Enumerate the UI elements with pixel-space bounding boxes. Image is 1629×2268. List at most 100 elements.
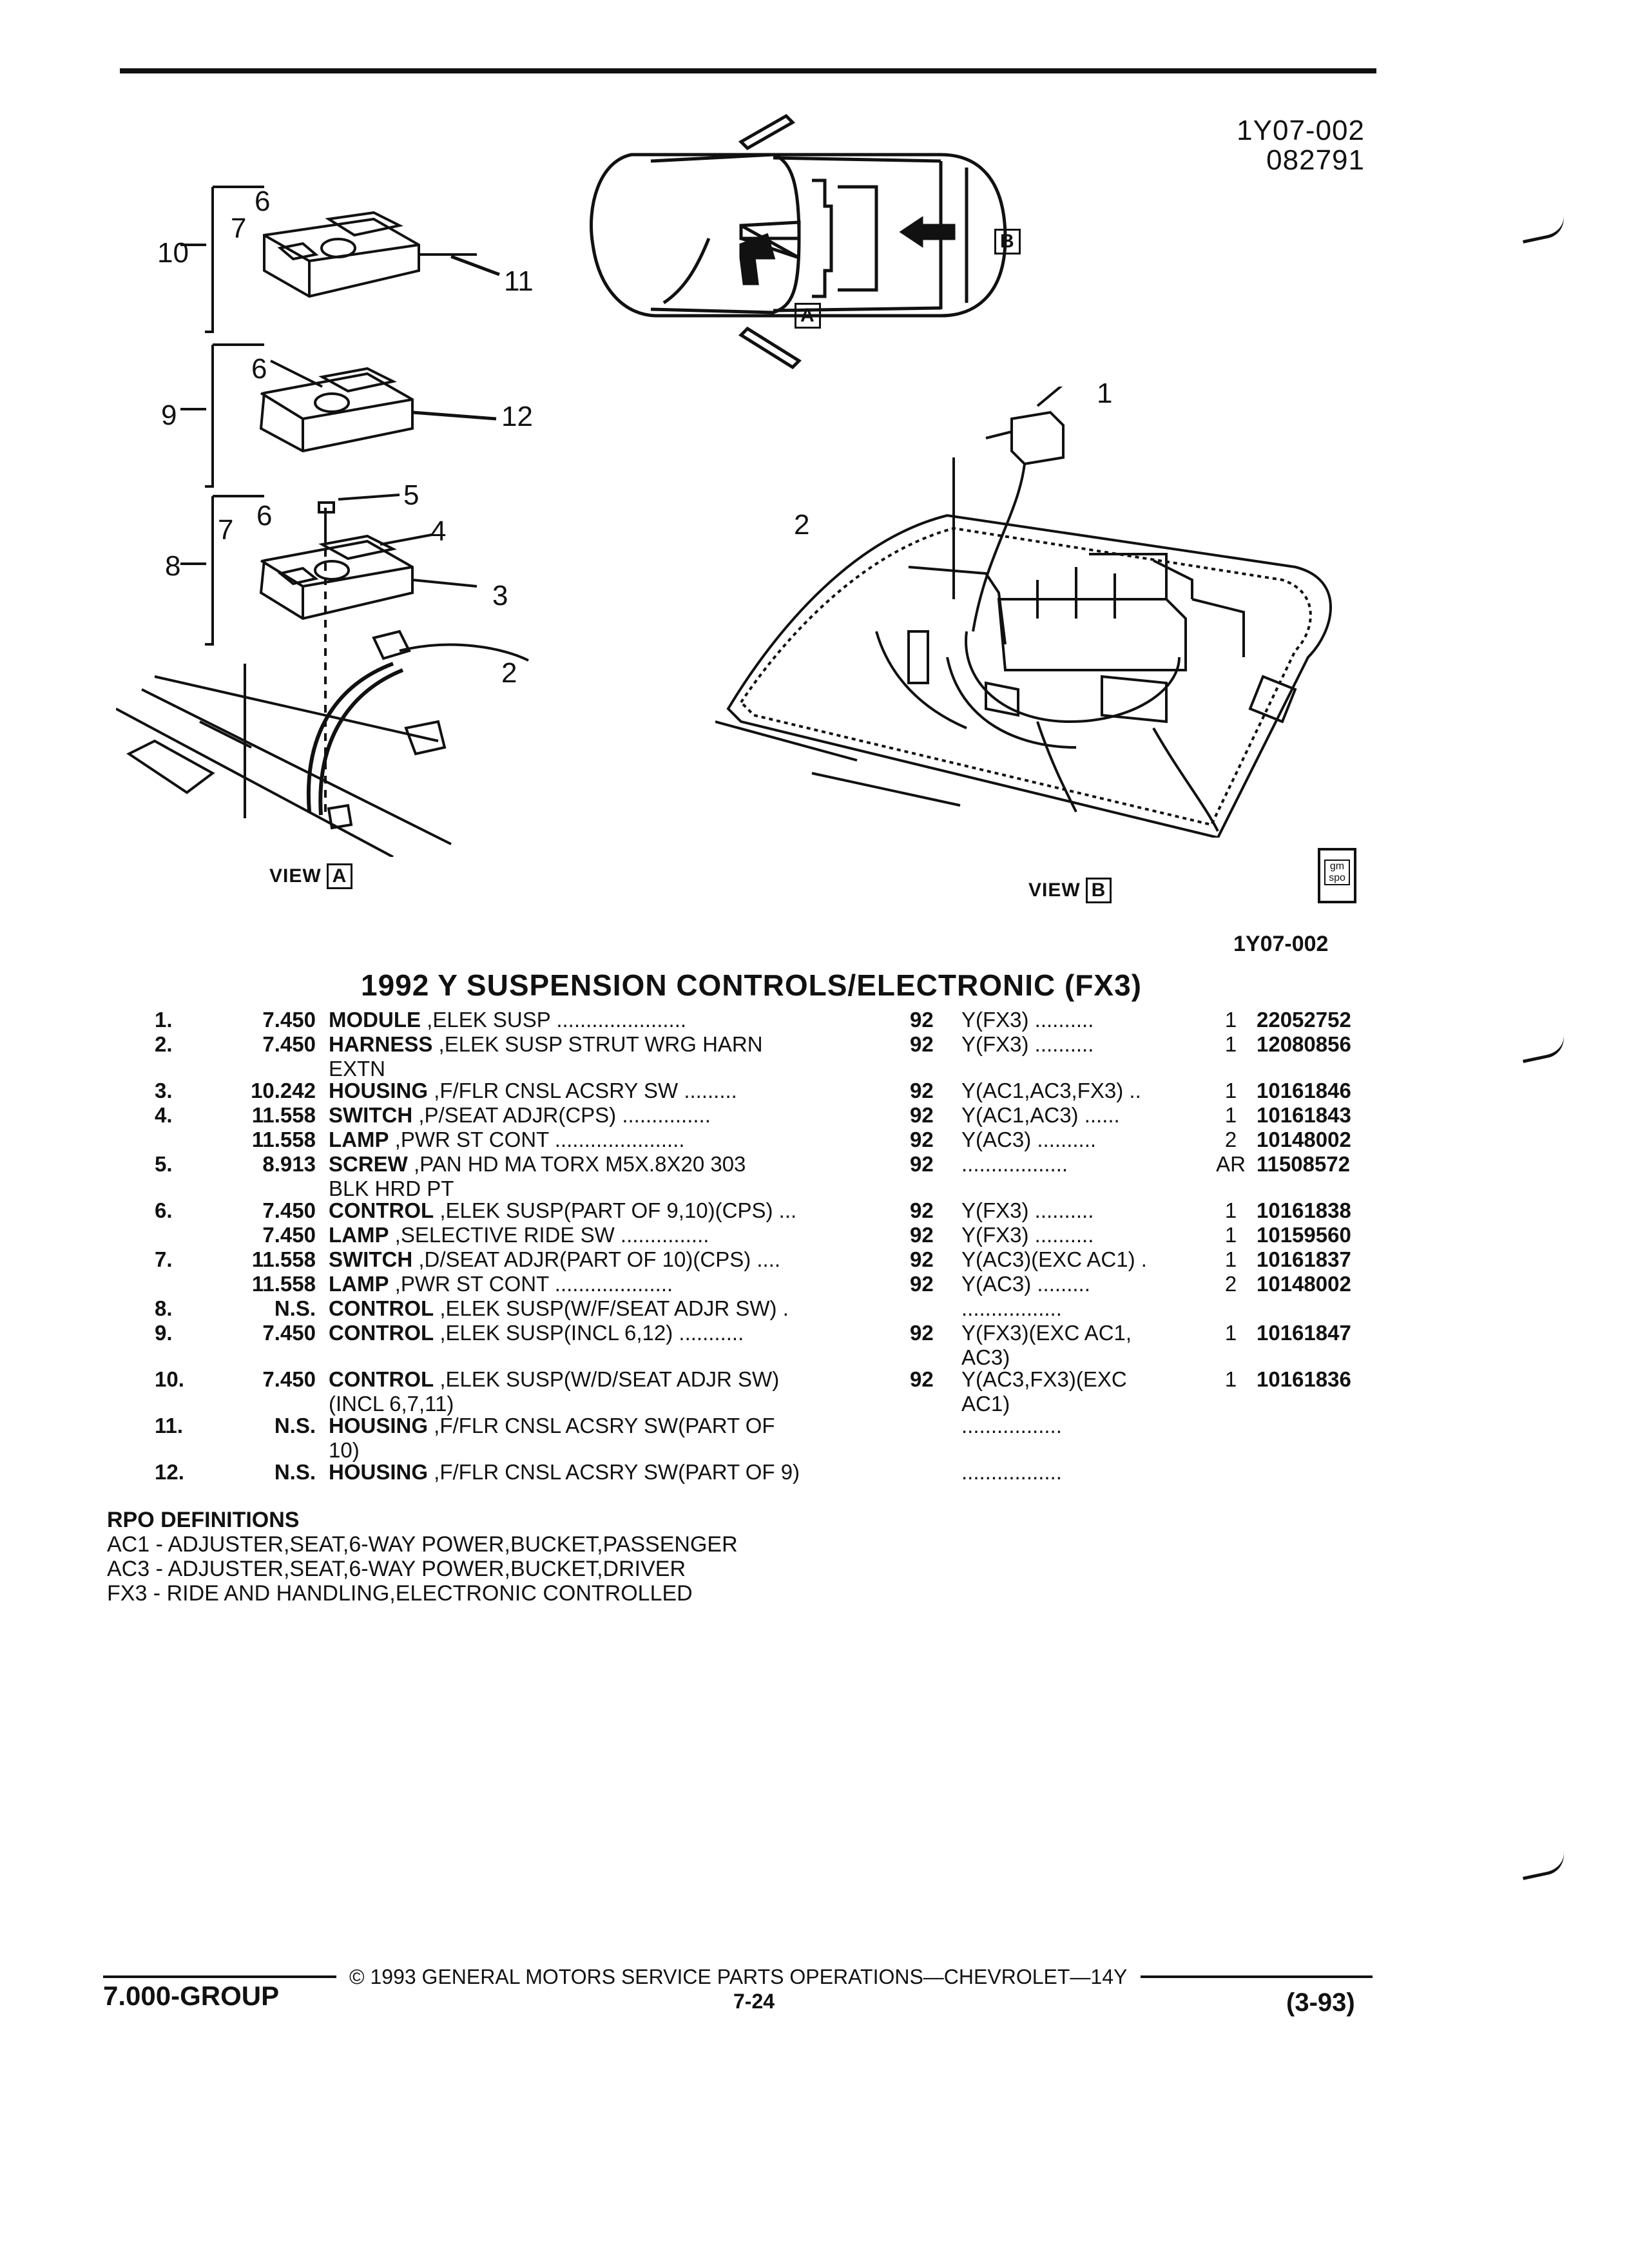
model-usage: Y(FX3) .......... [961,1008,1206,1032]
model-usage: Y(AC3) .......... [961,1128,1206,1152]
group-number: 11.558 [251,1103,316,1127]
quantity: 1 [1224,1032,1237,1056]
model-year: 92 [910,1247,934,1271]
part-name: SCREW [329,1152,408,1176]
quantity: AR [1216,1152,1246,1176]
model-usage-text: ................. [961,1296,1062,1320]
quantity: 1 [1224,1247,1237,1271]
item-number: 2. [155,1032,173,1056]
part-name: HOUSING [329,1460,429,1484]
item-number: 6. [155,1198,173,1222]
group-number: 7.450 [262,1008,316,1032]
top-rule [120,68,1376,73]
item-number: 11. [155,1414,184,1437]
footer-rule-right [1141,1975,1373,1978]
part-description: CONTROL ,ELEK SUSP(INCL 6,12) ..........… [329,1321,999,1345]
quantity: 2 [1224,1272,1237,1296]
group-number: N.S. [274,1414,316,1437]
part-name: CONTROL [329,1198,434,1222]
part-description-text: ,F/FLR CNSL ACSRY SW(PART OF 9) [428,1460,800,1484]
callout-5: 5 [403,479,419,511]
quantity: 1 [1224,1367,1237,1391]
model-usage-text: Y(AC3)(EXC AC1) . [961,1247,1147,1271]
group-number: 7.450 [262,1032,316,1056]
callout-7: 7 [231,213,247,244]
quantity: 1 [1224,1198,1237,1222]
table-row: 3. 10.242 HOUSING ,F/FLR CNSL ACSRY SW ...… [155,1079,1379,1103]
model-year: 92 [910,1367,934,1391]
part-description-text: ,PWR ST CONT ...................... [389,1128,685,1151]
callout-2: 2 [501,657,517,689]
callout-2-right: 2 [794,509,810,541]
model-usage: Y(FX3) .......... [961,1223,1206,1247]
item-number: 9. [155,1321,173,1345]
gm-spo-icon: gm spo [1318,848,1356,903]
rpo-heading: RPO DEFINITIONS [107,1508,300,1532]
section-title: 1992 Y SUSPENSION CONTROLS/ELECTRONIC (F… [361,968,1142,1002]
model-usage-text: Y(FX3) .......... [961,1008,1094,1032]
part-description-text: ,F/FLR CNSL ACSRY SW ......... [428,1079,737,1102]
model-year: 92 [910,1128,934,1151]
part-description-text: ,PAN HD MA TORX M5X.8X20 303 [407,1152,746,1176]
part-name: CONTROL [329,1296,434,1320]
model-usage-text: Y(AC1,AC3,FX3) .. [961,1079,1141,1102]
binder-mark [1519,215,1568,244]
car-top-view [590,113,1007,370]
part-number: 10161847 [1257,1321,1351,1345]
callout-7b: 7 [218,514,234,546]
model-usage: Y(AC3) ......... [961,1272,1206,1296]
rpo-line: FX3 - RIDE AND HANDLING,ELECTRONIC CONTR… [107,1581,693,1606]
quantity: 1 [1224,1008,1237,1032]
group-number: 10.242 [251,1079,316,1102]
group-number: 7.450 [262,1198,316,1222]
binder-mark [1519,1034,1568,1063]
footer-group: 7.000-GROUP [103,1981,280,2011]
model-usage-text: .................. [961,1152,1068,1176]
part-description-text: ,ELEK SUSP(W/F/SEAT ADJR SW) . [434,1296,789,1320]
model-usage-text: Y(FX3) .......... [961,1032,1094,1056]
table-row: 6. 7.450 CONTROL ,ELEK SUSP(PART OF 9,10)(… [155,1198,1379,1223]
part-name: LAMP [329,1223,389,1247]
item-number: 5. [155,1152,173,1176]
part-description-cont: EXTN [329,1057,386,1081]
part-number: 10148002 [1257,1272,1351,1296]
callout-9: 9 [161,399,177,431]
item-number: 1. [155,1008,173,1032]
rpo-line: AC3 - ADJUSTER,SEAT,6-WAY POWER,BUCKET,D… [107,1557,686,1581]
callout-10: 10 [157,237,189,269]
part-description: HOUSING ,F/FLR CNSL ACSRY SW ......... [329,1079,999,1103]
part-description-text: ,D/SEAT ADJR(PART OF 10)(CPS) .... [412,1247,781,1271]
part-name: SWITCH [329,1103,413,1127]
table-row: 9. 7.450 CONTROL ,ELEK SUSP(INCL 6,12) ...… [155,1321,1379,1369]
model-usage-text: Y(AC3) .......... [961,1128,1097,1151]
part-number: 10161836 [1257,1367,1351,1391]
model-usage-cont: AC3) [961,1345,1010,1369]
view-a-illustration [116,186,529,857]
quantity: 1 [1224,1223,1237,1247]
model-year: 92 [910,1223,934,1247]
binder-mark [1519,1851,1568,1880]
figure-ref-small: 1Y07-002 [1233,932,1329,956]
model-year: 92 [910,1152,934,1176]
model-year: 92 [910,1079,934,1102]
item-number: 3. [155,1079,173,1102]
part-number: 11508572 [1257,1152,1351,1176]
item-number: 12. [155,1460,184,1484]
group-number: 7.450 [262,1321,316,1345]
part-description-text: ,ELEK SUSP(PART OF 9,10)(CPS) ... [434,1198,797,1222]
part-description-text: ,P/SEAT ADJR(CPS) ............... [412,1103,711,1127]
part-name: HOUSING [329,1414,429,1437]
callout-4: 4 [430,515,447,547]
callout-11: 11 [504,265,534,297]
callout-1: 1 [1097,378,1113,409]
model-usage: .................. [961,1152,1206,1177]
footer-rule-left [103,1975,336,1978]
quantity: 1 [1224,1321,1237,1345]
callout-3: 3 [492,580,508,611]
